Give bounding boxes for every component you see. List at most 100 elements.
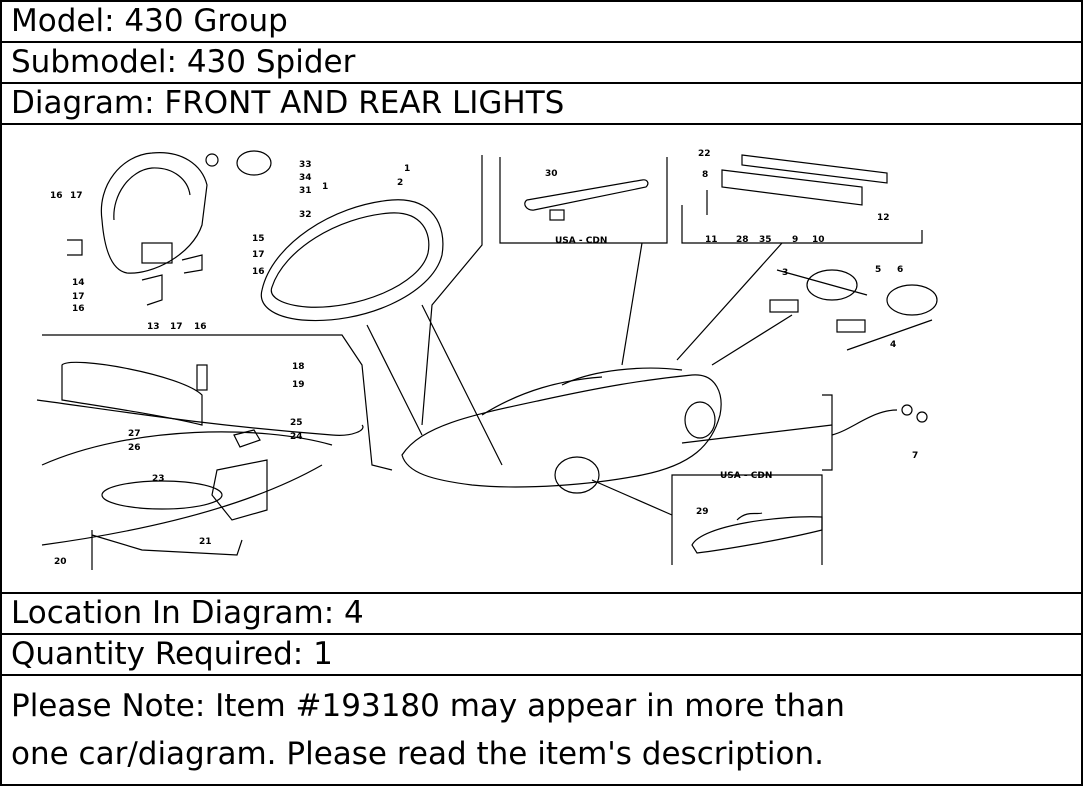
headlight-cover: [236, 150, 272, 176]
pointer-rear-bar: [676, 242, 783, 361]
callout-labels: 1 1 2 3 4 5 6 7 8 9 10 11 12 13 14 15 16…: [50, 149, 918, 567]
divider-line-center: [421, 155, 483, 426]
callout-2: 2: [397, 178, 403, 188]
callout-19: 19: [292, 380, 305, 390]
callout-15: 15: [252, 234, 265, 244]
callout-18: 18: [292, 362, 305, 372]
callout-13: 13: [147, 322, 160, 332]
callout-32: 32: [299, 210, 312, 220]
parts-diagram-drawing: USA - CDN USA - CDN 1 1 2 3 4 5 6 7 8 9 …: [36, 149, 938, 570]
callout-12: 12: [877, 213, 890, 223]
side-lamp-lower: [886, 284, 938, 316]
callout-6: 6: [897, 265, 903, 275]
callout-28: 28: [736, 235, 749, 245]
callout-9: 9: [792, 235, 798, 245]
callout-17-c: 17: [170, 322, 183, 332]
callout-17-d: 17: [252, 250, 265, 260]
callout-31: 31: [299, 186, 312, 196]
pointer-third-brake: [621, 242, 643, 366]
callout-30: 30: [545, 169, 558, 179]
callout-22: 22: [698, 149, 711, 159]
pointer-side-lamp: [711, 314, 793, 366]
callout-24: 24: [290, 432, 303, 442]
callout-5: 5: [875, 265, 881, 275]
car-body: [401, 374, 722, 488]
wire-29: [736, 512, 763, 521]
submodel-row: Submodel: 430 Spider: [2, 43, 1081, 84]
callout-8: 8: [702, 170, 708, 180]
bulb-cap: [205, 153, 219, 167]
diagram-title-row: Diagram: FRONT AND REAR LIGHTS: [2, 84, 1081, 125]
harness-20-21: [91, 530, 243, 570]
rear-light-bar: [741, 154, 888, 184]
callout-27: 27: [128, 429, 141, 439]
bracket-14: [67, 239, 83, 256]
fog-cover-25: [233, 429, 261, 448]
ref-line-3: [776, 269, 868, 296]
callout-16-a: 16: [50, 191, 63, 201]
quantity-row: Quantity Required: 1: [2, 635, 1081, 676]
connector-30: [549, 209, 565, 221]
callout-21: 21: [199, 537, 212, 547]
divider-line-left: [42, 334, 393, 471]
callout-16-d: 16: [252, 267, 265, 277]
usa-cdn-frame-bottom: [671, 474, 823, 565]
callout-17-a: 17: [70, 191, 83, 201]
washer-18: [196, 364, 208, 391]
front-light-module: [61, 361, 203, 426]
pointer-usa-lamp: [591, 479, 673, 516]
callout-20: 20: [54, 557, 67, 567]
ballast-module: [141, 242, 173, 264]
rear-bar-frame: [681, 205, 923, 244]
model-row: Model: 430 Group: [2, 2, 1081, 43]
headlight-lens: [113, 167, 191, 221]
car-windshield: [481, 376, 603, 416]
callout-11: 11: [705, 235, 718, 245]
callout-14: 14: [72, 278, 85, 288]
car-front-wheel: [554, 456, 600, 494]
pointer-headlight: [366, 324, 423, 436]
bracket-13: [141, 274, 163, 306]
callout-34: 34: [299, 173, 312, 183]
car-rear-wheel: [684, 401, 716, 439]
side-lamp-upper: [806, 269, 858, 301]
callout-23: 23: [152, 474, 165, 484]
sensor-head-a: [901, 404, 913, 416]
callout-4: 4: [890, 340, 896, 350]
fog-bracket-24: [211, 459, 268, 521]
callout-26: 26: [128, 443, 141, 453]
callout-25: 25: [290, 418, 303, 428]
location-row: Location In Diagram: 4: [2, 594, 1081, 635]
socket-3a: [769, 299, 799, 313]
callout-33: 33: [299, 160, 312, 170]
callout-35: 35: [759, 235, 772, 245]
headlight-housing: [100, 152, 208, 274]
usa-cdn-caption-top: USA - CDN: [555, 236, 607, 246]
bracket-15: [181, 254, 203, 274]
sensor-head-b: [916, 411, 928, 423]
pointer-rear-lamp: [421, 304, 503, 466]
third-brake-light-top: [524, 179, 649, 211]
callout-7: 7: [912, 451, 918, 461]
usa-cdn-caption-bottom: USA - CDN: [720, 471, 772, 481]
usa-cdn-frame-top: [499, 157, 668, 244]
fog-light-opening: [101, 480, 223, 510]
rear-lamp-lens: [270, 212, 430, 308]
bumper-contour-lower: [41, 464, 323, 546]
note-line-1: Please Note: Item #193180 may appear in …: [11, 688, 845, 724]
parts-diagram: USA - CDN USA - CDN 1 1 2 3 4 5 6 7 8 9 …: [2, 125, 1081, 594]
callout-3: 3: [782, 268, 788, 278]
sensor-wire: [831, 409, 898, 436]
car-rollbar: [561, 367, 683, 386]
callout-1: 1: [404, 164, 410, 174]
pointer-sensor: [681, 424, 833, 444]
callout-16-b: 16: [72, 304, 85, 314]
callout-10: 10: [812, 235, 825, 245]
rear-lamp-gasket: [260, 199, 444, 322]
rear-light-housing: [721, 169, 863, 206]
note-line-2: one car/diagram. Please read the item's …: [11, 736, 825, 772]
callout-17-b: 17: [72, 292, 85, 302]
bumper-contour-mid: [41, 431, 333, 466]
callout-29: 29: [696, 507, 709, 517]
